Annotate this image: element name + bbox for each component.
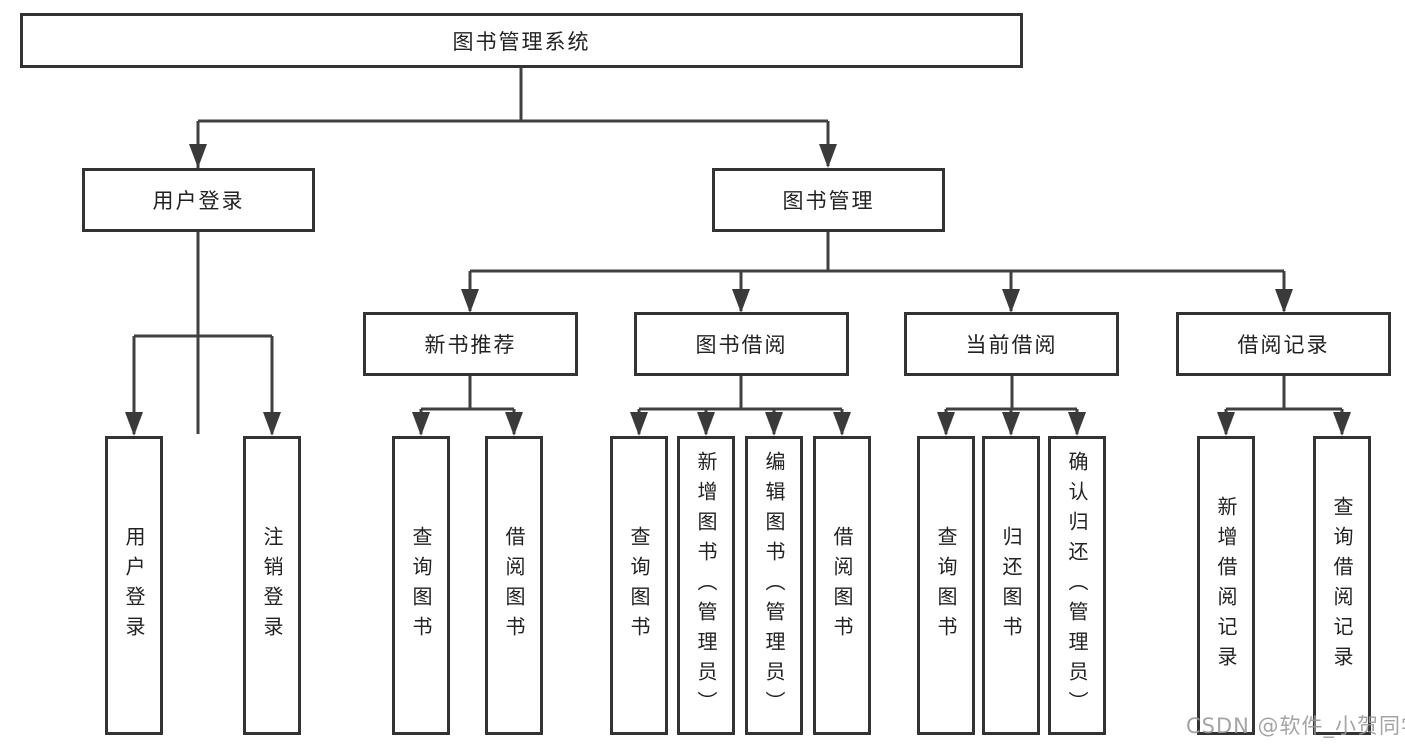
node-leaf-borrow-books-2: 借阅图书 (813, 436, 871, 735)
arrow-down-icon (505, 412, 523, 436)
node-leaf-logout: 注销登录 (243, 436, 301, 735)
leaf-label: 借阅图书 (830, 525, 854, 646)
node-borrowing-records: 借阅记录 (1176, 312, 1391, 376)
arrow-down-icon (833, 412, 851, 436)
arrow-down-icon (189, 144, 207, 168)
node-new-book-recommendation: 新书推荐 (363, 312, 578, 376)
connector-book-borrow-to-leaves (637, 375, 844, 434)
arrow-down-icon (1002, 289, 1020, 313)
node-leaf-confirm-return-admin: 确认归还（管理员） (1048, 436, 1106, 735)
leaf-label: 归还图书 (999, 525, 1023, 646)
node-leaf-query-borrow-record: 查询借阅记录 (1313, 436, 1371, 735)
leaf-label: 注销登录 (260, 525, 284, 646)
arrow-down-icon (732, 289, 750, 313)
node-library-management-system: 图书管理系统 (20, 13, 1023, 68)
node-leaf-query-books-3: 查询图书 (917, 436, 975, 735)
arrow-down-icon (125, 412, 143, 436)
arrow-down-icon (1333, 412, 1351, 436)
arrow-down-icon (461, 289, 479, 313)
connector-borrow-record-to-leaves (1224, 375, 1344, 434)
connector-user-login-to-leaves (132, 232, 274, 434)
leaf-label: 查询借阅记录 (1330, 495, 1354, 676)
leaf-label: 查询图书 (627, 525, 651, 646)
connector-book-management-to-level3 (468, 232, 1286, 311)
arrow-down-icon (765, 412, 783, 436)
leaf-label: 新增图书（管理员） (694, 450, 718, 721)
arrow-down-icon (630, 412, 648, 436)
node-book-borrowing: 图书借阅 (634, 312, 849, 376)
connector-root-to-level2 (196, 68, 830, 434)
node-user-login: 用户登录 (82, 168, 315, 232)
leaf-label: 查询图书 (409, 525, 433, 646)
arrow-down-icon (412, 412, 430, 436)
arrow-down-icon (819, 144, 837, 168)
node-leaf-add-borrow-record: 新增借阅记录 (1197, 436, 1255, 735)
arrow-down-icon (937, 412, 955, 436)
arrowhead-icons (125, 144, 1351, 436)
csdn-watermark: CSDN @软件_小贺同学 (1186, 714, 1405, 738)
arrow-down-icon (263, 412, 281, 436)
node-leaf-add-books-admin: 新增图书（管理员） (677, 436, 735, 735)
arrow-down-icon (1217, 412, 1235, 436)
node-book-management: 图书管理 (712, 168, 945, 232)
node-leaf-edit-books-admin: 编辑图书（管理员） (745, 436, 803, 735)
leaf-label: 查询图书 (934, 525, 958, 646)
node-leaf-return-books: 归还图书 (982, 436, 1040, 735)
connector-new-book-to-leaves (419, 375, 516, 434)
node-leaf-borrow-books-1: 借阅图书 (485, 436, 543, 735)
node-leaf-query-books-2: 查询图书 (610, 436, 668, 735)
leaf-label: 用户登录 (122, 525, 146, 646)
arrow-down-icon (1002, 412, 1020, 436)
leaf-label: 新增借阅记录 (1214, 495, 1238, 676)
leaf-label: 编辑图书（管理员） (762, 450, 786, 721)
arrow-down-icon (697, 412, 715, 436)
node-leaf-query-books-1: 查询图书 (392, 436, 450, 735)
node-current-borrowing: 当前借阅 (904, 312, 1119, 376)
arrow-down-icon (1068, 412, 1086, 436)
arrow-down-icon (1275, 289, 1293, 313)
leaf-label: 确认归还（管理员） (1065, 450, 1089, 721)
node-leaf-user-login: 用户登录 (105, 436, 163, 735)
leaf-label: 借阅图书 (502, 525, 526, 646)
